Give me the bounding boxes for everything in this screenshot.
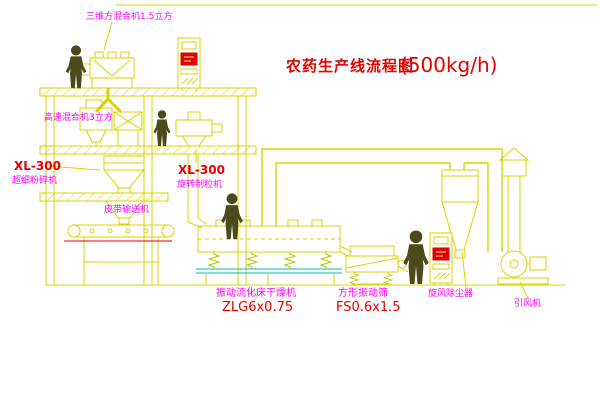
- fluid-bed-dryer: [196, 219, 353, 285]
- exhaust-stack: [498, 147, 530, 253]
- belt-conveyor: [64, 224, 175, 285]
- building-structure: [39, 87, 257, 286]
- label-granulator-name: 旋转制粒机: [177, 178, 222, 190]
- xl300-mill: [102, 155, 146, 194]
- label-dryer-model: ZLG6x0.75: [222, 300, 293, 315]
- discharge-hopper: [105, 200, 143, 225]
- person-building-ground: [221, 193, 243, 240]
- mixer-aux-unit: [113, 111, 143, 146]
- 3d-mixer: [77, 51, 138, 89]
- dryer-springs: [208, 251, 332, 270]
- label-dryer-name: 振动流化床干燥机: [216, 286, 296, 299]
- label-screen-model: FS0.6x1.5: [336, 300, 401, 315]
- rotary-granulator: [175, 111, 223, 147]
- label-mill-model: XL-300: [14, 159, 61, 173]
- person-floor: [153, 110, 171, 146]
- exhaust-duct: [261, 148, 503, 252]
- label-3d-mixer: 三维方混合机1.5立方: [86, 10, 172, 22]
- title-text: 农药生产线流程图: [285, 57, 414, 75]
- vibrating-screen: [345, 245, 409, 285]
- induced-draft-fan: [497, 250, 549, 285]
- label-cyclone: 旋风除尘器: [428, 287, 473, 299]
- label-belt-conveyor: 皮带输送机: [104, 203, 149, 215]
- control-cabinet-top: [177, 37, 201, 92]
- person-roof: [65, 45, 87, 89]
- high-speed-mixer: [79, 99, 113, 146]
- label-screen-name: 方形振动筛: [338, 286, 388, 299]
- label-mill-name: 超细粉碎机: [12, 174, 57, 186]
- label-high-speed-mixer: 高速混合机3立方: [44, 111, 113, 123]
- label-granulator-model: XL-300: [178, 163, 225, 177]
- control-cabinet-bottom: [429, 232, 453, 287]
- dryer-feed-pipe: [187, 154, 207, 229]
- leader-lines: [47, 21, 529, 299]
- title-capacity: (500kg/h): [400, 53, 497, 77]
- label-fan: 引风机: [514, 297, 541, 309]
- person-operator: [403, 230, 429, 284]
